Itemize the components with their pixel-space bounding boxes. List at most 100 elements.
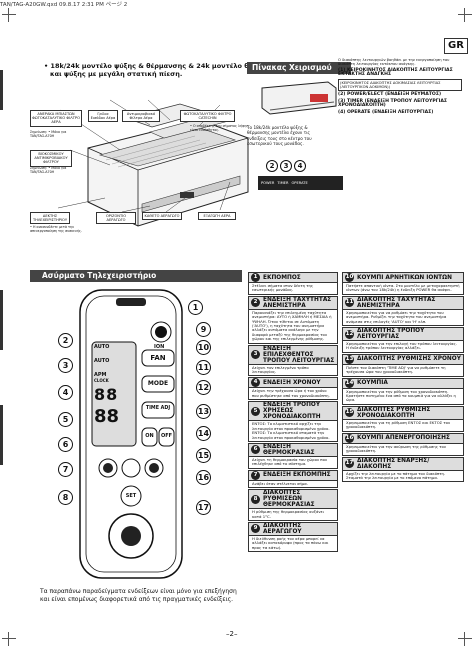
set-button[interactable]: SET [125,493,137,499]
crop-mark [458,8,472,22]
function-item-title: ΚΟΥΜΠΙΑ [357,380,388,387]
label-vertical-louver: ΚΑΘΕΤΟ ΑΕΡΑΓΩΓΟ [142,212,182,221]
function-item-title: ΕΝΔΕΙΞΗ ΘΕΡΜΟΚΡΑΣΙΑΣ [263,443,315,456]
remote-section-title: Ασύρματο Τηλεχειριστήριο [30,270,242,282]
function-item-title: ΔΙΑΚΟΠΤΕΣ ΡΥΘΜΙΣΕΩΝ ΘΕΡΜΟΚΡΑΣΙΑΣ [263,490,315,509]
callout-6: 6 [58,437,73,452]
file-header: TAN/TAG-A20GW.qxd 09.8.17 2:31 PM ページ 2 [0,2,128,8]
lcd-temp: 88 [94,406,120,427]
right-notes-item-3: (3) TIMER (ΕΝΔΕΙΞΗ ΤΡΟΠΟΥ ΛΕΙΤΟΥΡΓΙΑΣ ΧΡ… [338,98,448,109]
function-item-number: 7 [251,470,260,480]
callout-17: 17 [196,500,211,515]
function-item-body: Στέλνει σήματα στον δέκτη της εσωτερικής… [248,283,338,295]
label-bio-filter: ΒΙΟΚΟΣΜΙΚΟΥ ΑΝΤΙΜΙΚΡΟΒΙΑΚΟΥ ΦΙΛΤΡΟΥ [30,150,72,167]
timer-on-button[interactable]: ON [145,433,154,439]
fan-button[interactable]: FAN [150,354,166,362]
callout-7: 7 [58,462,73,477]
function-item-title: ΕΝΔΕΙΞΗ ΤΑΧΥΤΗΤΑΣ ΑΝΕΜΙΣΤΗΡΑ [263,296,332,309]
unit-note-1: Σημείωση: • Μόνο για TAN/TAG-A70H [30,130,67,138]
unit-diagram: ΑΝΕΡΑΚΑ ΜΠΙΑΣΤΩΝ ΦΩΤΟΚΑΤΑΛΥΤΙΚΟ ΦΙΛΤΡΟ Α… [30,80,290,245]
function-item-number: 11 [345,298,354,308]
function-item-number: 6 [251,445,260,455]
indicator-timer: TIMER [277,181,289,185]
callout-14: 14 [196,426,211,441]
function-item-number: 13 [345,354,354,364]
right-notes-item-2: (2) POWER/ELECT (ΕΝΔΕΙΞΗ ΡΕΥΜΑΤΟΣ) [338,92,442,98]
function-item-title: ΕΝΔΕΙΞΗ ΤΡΟΠΟΥ ΧΡΗΣΕΩΣ ΧΡΟΝΟΔΙΑΚΟΠΤΗ [263,402,321,421]
callout-1: 1 [188,300,203,315]
function-item-title: ΔΙΑΚΟΠΤΗΣ ΡΥΘΜΙΣΗΣ ΧΡΟΝΟΥ [357,356,461,363]
control-panel-title: Πίνακας Χειρισμού [247,62,351,74]
intro-line-1: • 18k/24k μοντέλο ψύξης & θέρμανσης & 24… [44,62,285,70]
callout-11: 11 [196,360,211,375]
function-item-title: ΕΝΔΕΙΞΗ ΕΠΙΛΕΧΘΕΝΤΟΣ ΤΡΟΠΟΥ ΛΕΙΤΟΥΡΓΙΑΣ [263,345,335,364]
panel-callout-3: 3 [280,160,292,172]
function-item-body: Χρησιμοποιείται για την επιλογή του τρόπ… [342,341,464,353]
right-notes-item-4: (4) OPERATE (ΕΝΔΕΙΞΗ ΛΕΙΤΟΥΡΓΙΑΣ) [338,109,434,115]
function-item-title: ΔΙΑΚΟΠΤΗΣ ΕΝΑΡΞΗΣ/ΔΙΑΚΟΠΗΣ [357,457,430,470]
page-number: –2– [226,630,238,638]
panel-callout-4: 4 [294,160,306,172]
callout-15: 15 [196,448,211,463]
function-item-title: ΚΟΥΜΠΙ ΑΡΝΗΤΙΚΩΝ ΙΟΝΤΩΝ [357,274,452,281]
indicator-panel: 2 3 4 POWER TIMER OPERATE [258,160,343,202]
lcd-apm: APM [94,372,107,378]
function-item-body: Η ρύθμιση της θερμοκρασίας αυξάνει κατά … [248,509,338,521]
function-item-body: Χρησιμοποιείται για την ακύρωση της ρύθμ… [342,443,464,456]
time-adj-button[interactable]: TIME ADJ [145,406,171,411]
label-mirror: ΑΝΕΡΑΚΑ ΜΠΙΑΣΤΩΝ ΦΩΤΟΚΑΤΑΛΥΤΙΚΟ ΦΙΛΤΡΟ Α… [30,110,82,127]
lcd-auto: AUTO [94,344,110,350]
callout-12: 12 [196,380,211,395]
panel-callout-2: 2 [266,160,278,172]
function-item-body: Δείχνει την τρέχουσα ώρα ή τον χρόνο που… [248,388,338,401]
function-item-number: 15 [345,408,354,418]
function-item-body: Δείχνει τη θερμοκρασία του χώρου που επι… [248,456,338,469]
function-item-title: ΕΝΔΕΙΞΗ ΧΡΟΝΟΥ [263,379,321,386]
intro-line-2: και ψύξης με μεγάλη στατική πίεση. [50,70,183,78]
callout-16: 16 [196,470,211,485]
function-item-body: Χρησιμοποιείται για να ρυθμίσει την ταχύ… [342,309,464,327]
unit-note-3: • Ο αποδέκτης του σήματος λήψης είναι ευ… [190,124,249,132]
callout-10: 10 [196,340,211,355]
function-item-body: Αρχίζει την λειτουργία με το πάτημα του … [342,470,464,483]
mode-button[interactable]: MODE [147,380,169,387]
callout-5: 5 [58,412,73,427]
remote-bottom-note: Τα παραπάνω παραδείγματα ενδείξεων είναι… [40,588,237,603]
crop-mark [2,632,16,646]
timer-off-button[interactable]: OFF [160,433,173,439]
crop-mark [2,8,16,22]
ion-button[interactable]: ION [154,344,165,350]
intro-text: • 18k/24k μοντέλο ψύξης & θέρμανσης & 24… [44,62,304,78]
function-item-number: 12 [345,329,354,339]
label-receiver: ΔΕΚΤΗΣ ΤΗΛΕΧΕΙΡΙΣΤΗΡΙΟΥ [30,212,70,225]
right-notes-test: (ΚΕΙΡΟΚΙΝΗΤΟΣ ΔΙΑΚΟΠΤΗΣ ΔΟΚΙΜΑΣΙΑΣ ΛΕΙΤΟ… [338,78,462,92]
remote-illustration: AUTO AUTO APM CLOCK 88 88 ION FAN MODE T… [78,288,184,580]
callout-8: 8 [58,490,73,505]
function-item-title: ΚΟΥΜΠΙ ΑΠΕΝΕΡΓΟΠΟΙΗΣΗΣ [357,435,450,442]
